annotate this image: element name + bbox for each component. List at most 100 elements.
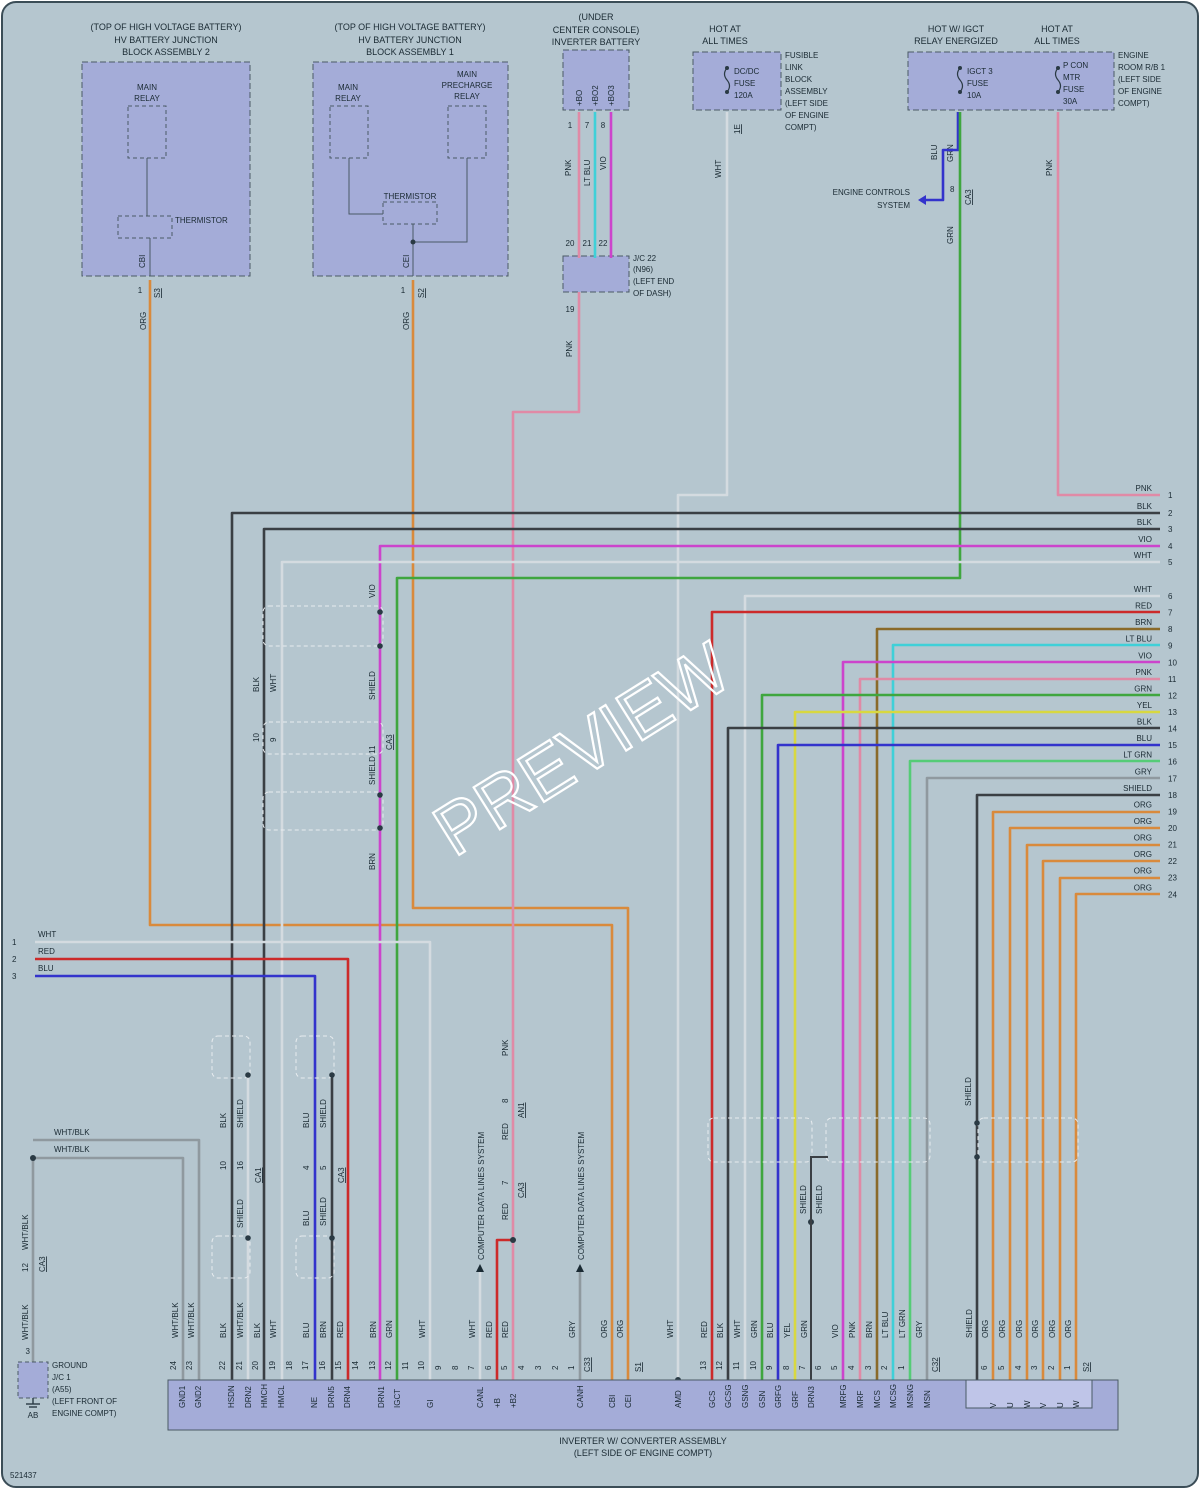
jc22-box — [562, 255, 630, 293]
wire-r19-org — [991, 810, 1160, 1380]
right-wire-color-4: VIO — [1138, 535, 1152, 544]
bottom-wire-color-21: WHT — [733, 1320, 742, 1338]
right-pin-9: 9 — [1168, 642, 1173, 651]
right-wire-color-19: ORG — [1134, 800, 1152, 809]
terminal-ne-6: NE — [310, 1397, 319, 1408]
bottom-pin-2: 22 — [218, 1361, 227, 1370]
bottom-pin-3: 21 — [235, 1361, 244, 1370]
rb-hot-a-1: HOT W/ IGCT — [928, 24, 985, 34]
bottom-pin-1: 23 — [185, 1361, 194, 1370]
shield-top-3 — [262, 791, 384, 831]
right-pin-17: 17 — [1168, 774, 1177, 783]
bottom-pin-17: 7 — [467, 1365, 476, 1370]
terminal-canl-12: CANL — [476, 1386, 485, 1408]
invbat-pin-bo: +BO — [575, 90, 584, 106]
conn-s1: S1 — [634, 1362, 643, 1372]
mid-red: RED — [501, 1123, 510, 1140]
right-pin-6: 6 — [1168, 592, 1173, 601]
terminal-grf-24: GRF — [791, 1391, 800, 1408]
terminal-gcsg-20: GCSG — [724, 1384, 733, 1408]
bottom-wire-color-18: WHT — [666, 1320, 675, 1338]
bottom-pin-30: 7 — [798, 1365, 807, 1370]
terminal-cei-17: CEI — [624, 1395, 633, 1408]
mid-an1: AN1 — [517, 1102, 526, 1118]
jb2-thermistor-label: THERMISTOR — [175, 216, 228, 225]
bottom-wire-color-4: BLK — [253, 1322, 262, 1338]
bottom-pin-36: 1 — [897, 1365, 906, 1370]
right-pin-16: 16 — [1168, 758, 1177, 767]
bottom-wire-color-8: RED — [336, 1321, 345, 1338]
right-wire-color-22: ORG — [1134, 850, 1152, 859]
right-pin-21: 21 — [1168, 841, 1177, 850]
jc22-label-4: OF DASH) — [633, 289, 672, 298]
terminal-gsn-22: GSN — [758, 1390, 767, 1408]
bottom-pin-28: 9 — [765, 1365, 774, 1370]
jb2-title-1: (TOP OF HIGH VOLTAGE BATTERY) — [90, 22, 241, 32]
jb2-title-3: BLOCK ASSEMBLY 2 — [122, 47, 210, 57]
right-wire-color-12: GRN — [1134, 684, 1152, 693]
right-wire-color-13: YEL — [1137, 701, 1153, 710]
shield-ground-pair — [810, 1156, 828, 1380]
bottom-wire-color-37: ORG — [1048, 1320, 1057, 1338]
wire-jb1-org — [411, 280, 630, 1380]
wire-r22-org — [1041, 859, 1160, 1380]
terminal-canh-15: CANH — [576, 1385, 585, 1408]
bottom-wire-color-38: ORG — [1064, 1320, 1073, 1338]
ecs-label-1: ENGINE CONTROLS — [833, 188, 910, 197]
left-pin-3: 3 — [12, 972, 17, 981]
mid-labels: BLK WHT 10 9 VIO SHIELD SHIELD 11 CA3 BR… — [17, 584, 973, 1420]
bottom-wire-color-30: LT GRN — [898, 1309, 907, 1338]
bottom-pin-10: 14 — [351, 1361, 360, 1370]
ecs-arrow-icon — [918, 195, 926, 205]
c2-pin-5: 5 — [319, 1165, 328, 1170]
bottom-pin-16: 8 — [451, 1365, 460, 1370]
rb-wire-blu: BLU — [930, 144, 939, 160]
c2b-blu: BLU — [302, 1210, 311, 1226]
terminal-v-35: V — [1039, 1402, 1048, 1408]
fusible-wire-wht: WHT — [714, 160, 723, 178]
jc22-label-3: (LEFT END — [633, 277, 674, 286]
gnd-wire-label-1: WHT/BLK — [54, 1128, 90, 1137]
terminal-msng-30: MSNG — [906, 1384, 915, 1408]
gnd-label-3: (A55) — [52, 1385, 72, 1394]
wire-r23-org — [1058, 876, 1160, 1380]
right-pin-2: 2 — [1168, 509, 1173, 518]
inverter-box — [167, 1379, 1119, 1431]
bottom-pin-18: 6 — [484, 1365, 493, 1370]
right-pin-7: 7 — [1168, 609, 1173, 618]
bottom-pin-20: 4 — [517, 1365, 526, 1370]
bottom-wire-color-19: RED — [700, 1321, 709, 1338]
bottom-pin-14: 10 — [417, 1361, 426, 1370]
bottom-wire-color-15: GRY — [568, 1320, 577, 1338]
right-wire-color-15: BLU — [1136, 734, 1152, 743]
wire-r5-wht — [280, 560, 1160, 1380]
terminal-b2-14: +B2 — [509, 1393, 518, 1408]
jc22-pin-22: 22 — [599, 239, 608, 248]
rb-fuse-b-1: P CON — [1063, 61, 1088, 70]
jb1-connector: S2 — [417, 288, 426, 298]
conn-s2: S2 — [1082, 1362, 1091, 1372]
wire-r9-ltblu — [891, 643, 1160, 1380]
wire-r4-vio — [378, 544, 1160, 1380]
wire-fusible-wht — [676, 112, 729, 1380]
bottom-pin-12: 12 — [384, 1361, 393, 1370]
invbat-title-1: (UNDER — [579, 12, 614, 22]
wire-r24-org — [1074, 892, 1160, 1380]
bottom-pin-5: 19 — [268, 1361, 277, 1370]
terminal-grfg-23: GRFG — [774, 1385, 783, 1408]
bottom-pin-39: 4 — [1014, 1365, 1023, 1370]
mid-blk: BLK — [252, 676, 261, 692]
fusible-desc-6: OF ENGINE — [785, 111, 829, 120]
fusible-hot-2: ALL TIMES — [702, 36, 748, 46]
fusible-fuse-1: DC/DC — [734, 67, 760, 76]
bottom-pin-29: 8 — [782, 1365, 791, 1370]
terminal-mcs-28: MCS — [873, 1390, 882, 1408]
c2-shield: SHIELD — [319, 1099, 328, 1128]
bottom-pin-11: 13 — [368, 1361, 377, 1370]
shield-top-2 — [262, 721, 384, 755]
